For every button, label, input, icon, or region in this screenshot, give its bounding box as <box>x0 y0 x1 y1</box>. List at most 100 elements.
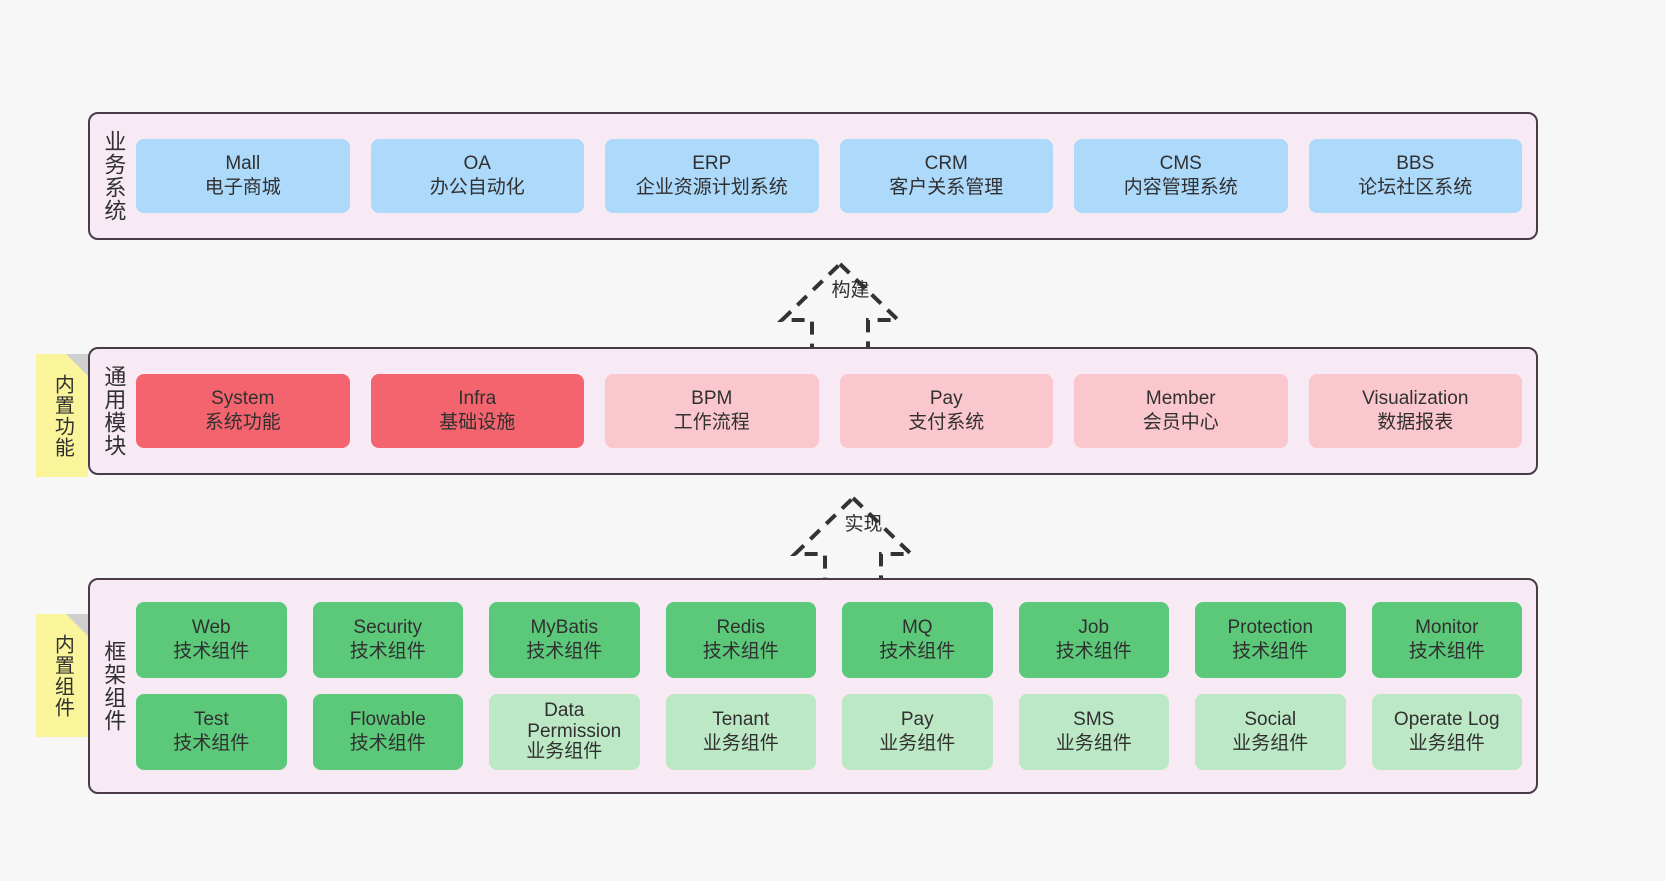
card-system[interactable]: System 系统功能 <box>136 374 350 448</box>
card-monitor[interactable]: Monitor 技术组件 <box>1371 602 1522 678</box>
connector-build: 构建 <box>765 258 915 354</box>
sticky-note-label: 内置组件 <box>51 633 74 718</box>
card-title: Mall <box>225 153 261 175</box>
connector-implement: 实现 <box>778 492 928 588</box>
layer-caption-business-systems: 业务系统 <box>101 130 127 222</box>
sticky-note-builtin-features: 内置功能 <box>36 354 88 477</box>
card-title: Member <box>1145 388 1216 410</box>
card-subtitle: 工作流程 <box>673 412 750 433</box>
card-data-permission[interactable]: Data Permission 业务组件 <box>489 694 640 770</box>
card-mq[interactable]: MQ 技术组件 <box>842 602 993 678</box>
card-web[interactable]: Web 技术组件 <box>136 602 287 678</box>
connector-label: 构建 <box>831 280 870 301</box>
card-subtitle: 技术组件 <box>1055 641 1132 662</box>
card-title: MyBatis <box>530 617 599 639</box>
card-subtitle: 基础设施 <box>439 412 516 433</box>
card-subtitle: 技术组件 <box>349 641 426 662</box>
card-title: Flowable <box>349 709 426 731</box>
card-social[interactable]: Social 业务组件 <box>1195 694 1346 770</box>
card-bpm[interactable]: BPM 工作流程 <box>605 374 819 448</box>
card-subtitle: 内容管理系统 <box>1123 177 1238 198</box>
card-pay[interactable]: Pay 支付系统 <box>839 374 1053 448</box>
card-title: Job <box>1078 617 1110 639</box>
card-subtitle: 支付系统 <box>908 412 985 433</box>
sticky-note-builtin-components: 内置组件 <box>36 614 88 737</box>
card-subtitle: 电子商城 <box>204 177 281 198</box>
card-title: System <box>211 388 275 410</box>
card-title: ERP <box>692 153 732 175</box>
card-title: Redis <box>716 617 766 639</box>
card-subtitle: 业务组件 <box>1232 733 1309 754</box>
card-sms[interactable]: SMS 业务组件 <box>1018 694 1169 770</box>
card-visualization[interactable]: Visualization 数据报表 <box>1308 374 1522 448</box>
card-title: BPM <box>691 388 733 410</box>
card-title: OA <box>463 153 491 175</box>
card-row: System 系统功能 Infra 基础设施 BPM 工作流程 Pay 支付系统… <box>136 374 1522 448</box>
card-crm[interactable]: CRM 客户关系管理 <box>839 139 1053 213</box>
card-infra[interactable]: Infra 基础设施 <box>370 374 584 448</box>
card-title: Monitor <box>1415 617 1479 639</box>
card-title: Social <box>1244 709 1297 731</box>
card-title: Infra <box>458 388 497 410</box>
card-subtitle: 客户关系管理 <box>889 177 1004 198</box>
layer-body-framework-components: Web 技术组件 Security 技术组件 MyBatis 技术组件 Redi… <box>136 580 1536 792</box>
card-tenant[interactable]: Tenant 业务组件 <box>665 694 816 770</box>
layer-caption-framework-components: 框架组件 <box>101 640 127 732</box>
card-title: BBS <box>1396 153 1435 175</box>
card-redis[interactable]: Redis 技术组件 <box>665 602 816 678</box>
card-operate-log[interactable]: Operate Log 业务组件 <box>1371 694 1522 770</box>
card-member[interactable]: Member 会员中心 <box>1074 374 1288 448</box>
card-test[interactable]: Test 技术组件 <box>136 694 287 770</box>
card-title: Test <box>193 709 229 731</box>
card-row: Test 技术组件 Flowable 技术组件 Data Permission … <box>136 694 1522 770</box>
card-subtitle: 业务组件 <box>879 733 956 754</box>
card-title: CRM <box>924 153 968 175</box>
card-subtitle: 数据报表 <box>1377 412 1454 433</box>
card-subtitle: 技术组件 <box>879 641 956 662</box>
card-row: Mall 电子商城 OA 办公自动化 ERP 企业资源计划系统 CRM 客户关系… <box>136 139 1522 213</box>
card-subtitle: 技术组件 <box>349 733 426 754</box>
card-title: Pay <box>900 709 934 731</box>
card-job[interactable]: Job 技术组件 <box>1018 602 1169 678</box>
card-title: Protection <box>1227 617 1314 639</box>
card-title: Data Permission <box>527 700 622 742</box>
sticky-note-label: 内置功能 <box>51 373 74 458</box>
card-subtitle: 业务组件 <box>1408 733 1485 754</box>
card-subtitle: 业务组件 <box>526 741 603 763</box>
card-subtitle: 技术组件 <box>702 641 779 662</box>
card-flowable[interactable]: Flowable 技术组件 <box>312 694 463 770</box>
card-title: CMS <box>1159 153 1202 175</box>
card-subtitle: 系统功能 <box>204 412 281 433</box>
card-mybatis[interactable]: MyBatis 技术组件 <box>489 602 640 678</box>
card-title: Operate Log <box>1393 709 1500 731</box>
card-subtitle: 办公自动化 <box>429 177 525 198</box>
card-bbs[interactable]: BBS 论坛社区系统 <box>1308 139 1522 213</box>
layer-business-systems: 业务系统 Mall 电子商城 OA 办公自动化 ERP 企业资源计划系统 CRM… <box>88 112 1538 240</box>
card-oa[interactable]: OA 办公自动化 <box>370 139 584 213</box>
card-mall[interactable]: Mall 电子商城 <box>136 139 350 213</box>
connector-label: 实现 <box>844 514 883 535</box>
card-title: Web <box>191 617 231 639</box>
card-title: Pay <box>929 388 963 410</box>
card-subtitle: 技术组件 <box>173 733 250 754</box>
card-title: Security <box>353 617 423 639</box>
layer-caption-common-modules: 通用模块 <box>101 365 127 457</box>
layer-common-modules: 通用模块 System 系统功能 Infra 基础设施 BPM 工作流程 Pay… <box>88 347 1538 475</box>
card-subtitle: 业务组件 <box>1055 733 1132 754</box>
card-subtitle: 论坛社区系统 <box>1358 177 1473 198</box>
card-subtitle: 技术组件 <box>526 641 603 662</box>
layer-body-common-modules: System 系统功能 Infra 基础设施 BPM 工作流程 Pay 支付系统… <box>136 349 1536 473</box>
layer-framework-components: 框架组件 Web 技术组件 Security 技术组件 MyBatis 技术组件… <box>88 578 1538 794</box>
card-subtitle: 技术组件 <box>173 641 250 662</box>
card-cms[interactable]: CMS 内容管理系统 <box>1074 139 1288 213</box>
card-erp[interactable]: ERP 企业资源计划系统 <box>605 139 819 213</box>
card-protection[interactable]: Protection 技术组件 <box>1195 602 1346 678</box>
card-subtitle: 业务组件 <box>702 733 779 754</box>
card-pay-component[interactable]: Pay 业务组件 <box>842 694 993 770</box>
card-security[interactable]: Security 技术组件 <box>312 602 463 678</box>
card-title: MQ <box>901 617 933 639</box>
card-subtitle: 会员中心 <box>1142 412 1219 433</box>
card-subtitle: 技术组件 <box>1408 641 1485 662</box>
layer-body-business-systems: Mall 电子商城 OA 办公自动化 ERP 企业资源计划系统 CRM 客户关系… <box>136 114 1536 238</box>
